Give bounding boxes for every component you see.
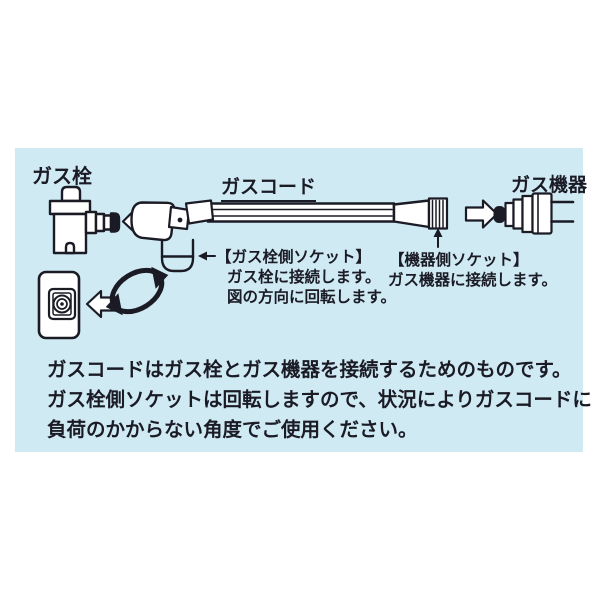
description-line: ガスコードはガス栓とガス機器を接続するためのものです。 (47, 358, 572, 381)
gas-appliance-icon (493, 192, 575, 235)
appliance-socket-note-title: 【機器側ソケット】 (389, 251, 529, 269)
valve-socket-note-line: 図の方向に回転します。 (227, 288, 396, 306)
gas-cord-label: ガスコード (221, 172, 317, 202)
gas-valve-label: ガス栓 (32, 164, 92, 188)
rotation-arrow-icon (105, 266, 169, 316)
appliance-socket-note-line: ガス機器に接続します。 (388, 271, 557, 289)
description-line: ガス栓側ソケットは回転しますので、状況によりガスコードに (47, 388, 592, 411)
gas-valve-icon (48, 185, 121, 255)
description-line: 負荷のかからない角度でご使用ください。 (47, 418, 418, 441)
valve-socket-note-title: 【ガス栓側ソケット】 (216, 248, 372, 266)
pointer-up-arrow-icon (433, 228, 443, 248)
pointer-left-arrow-icon (198, 251, 216, 261)
gas-cord-icon (130, 197, 449, 273)
gas-appliance-label: ガス機器 (511, 174, 588, 196)
wall-gas-socket-icon (37, 270, 81, 340)
valve-socket-note-line: ガス栓に接続します。 (227, 268, 381, 286)
hollow-right-arrow-icon (464, 199, 499, 229)
description-text: ガスコードはガス栓とガス機器を接続するためのものです。 ガス栓側ソケットは回転し… (47, 355, 592, 445)
